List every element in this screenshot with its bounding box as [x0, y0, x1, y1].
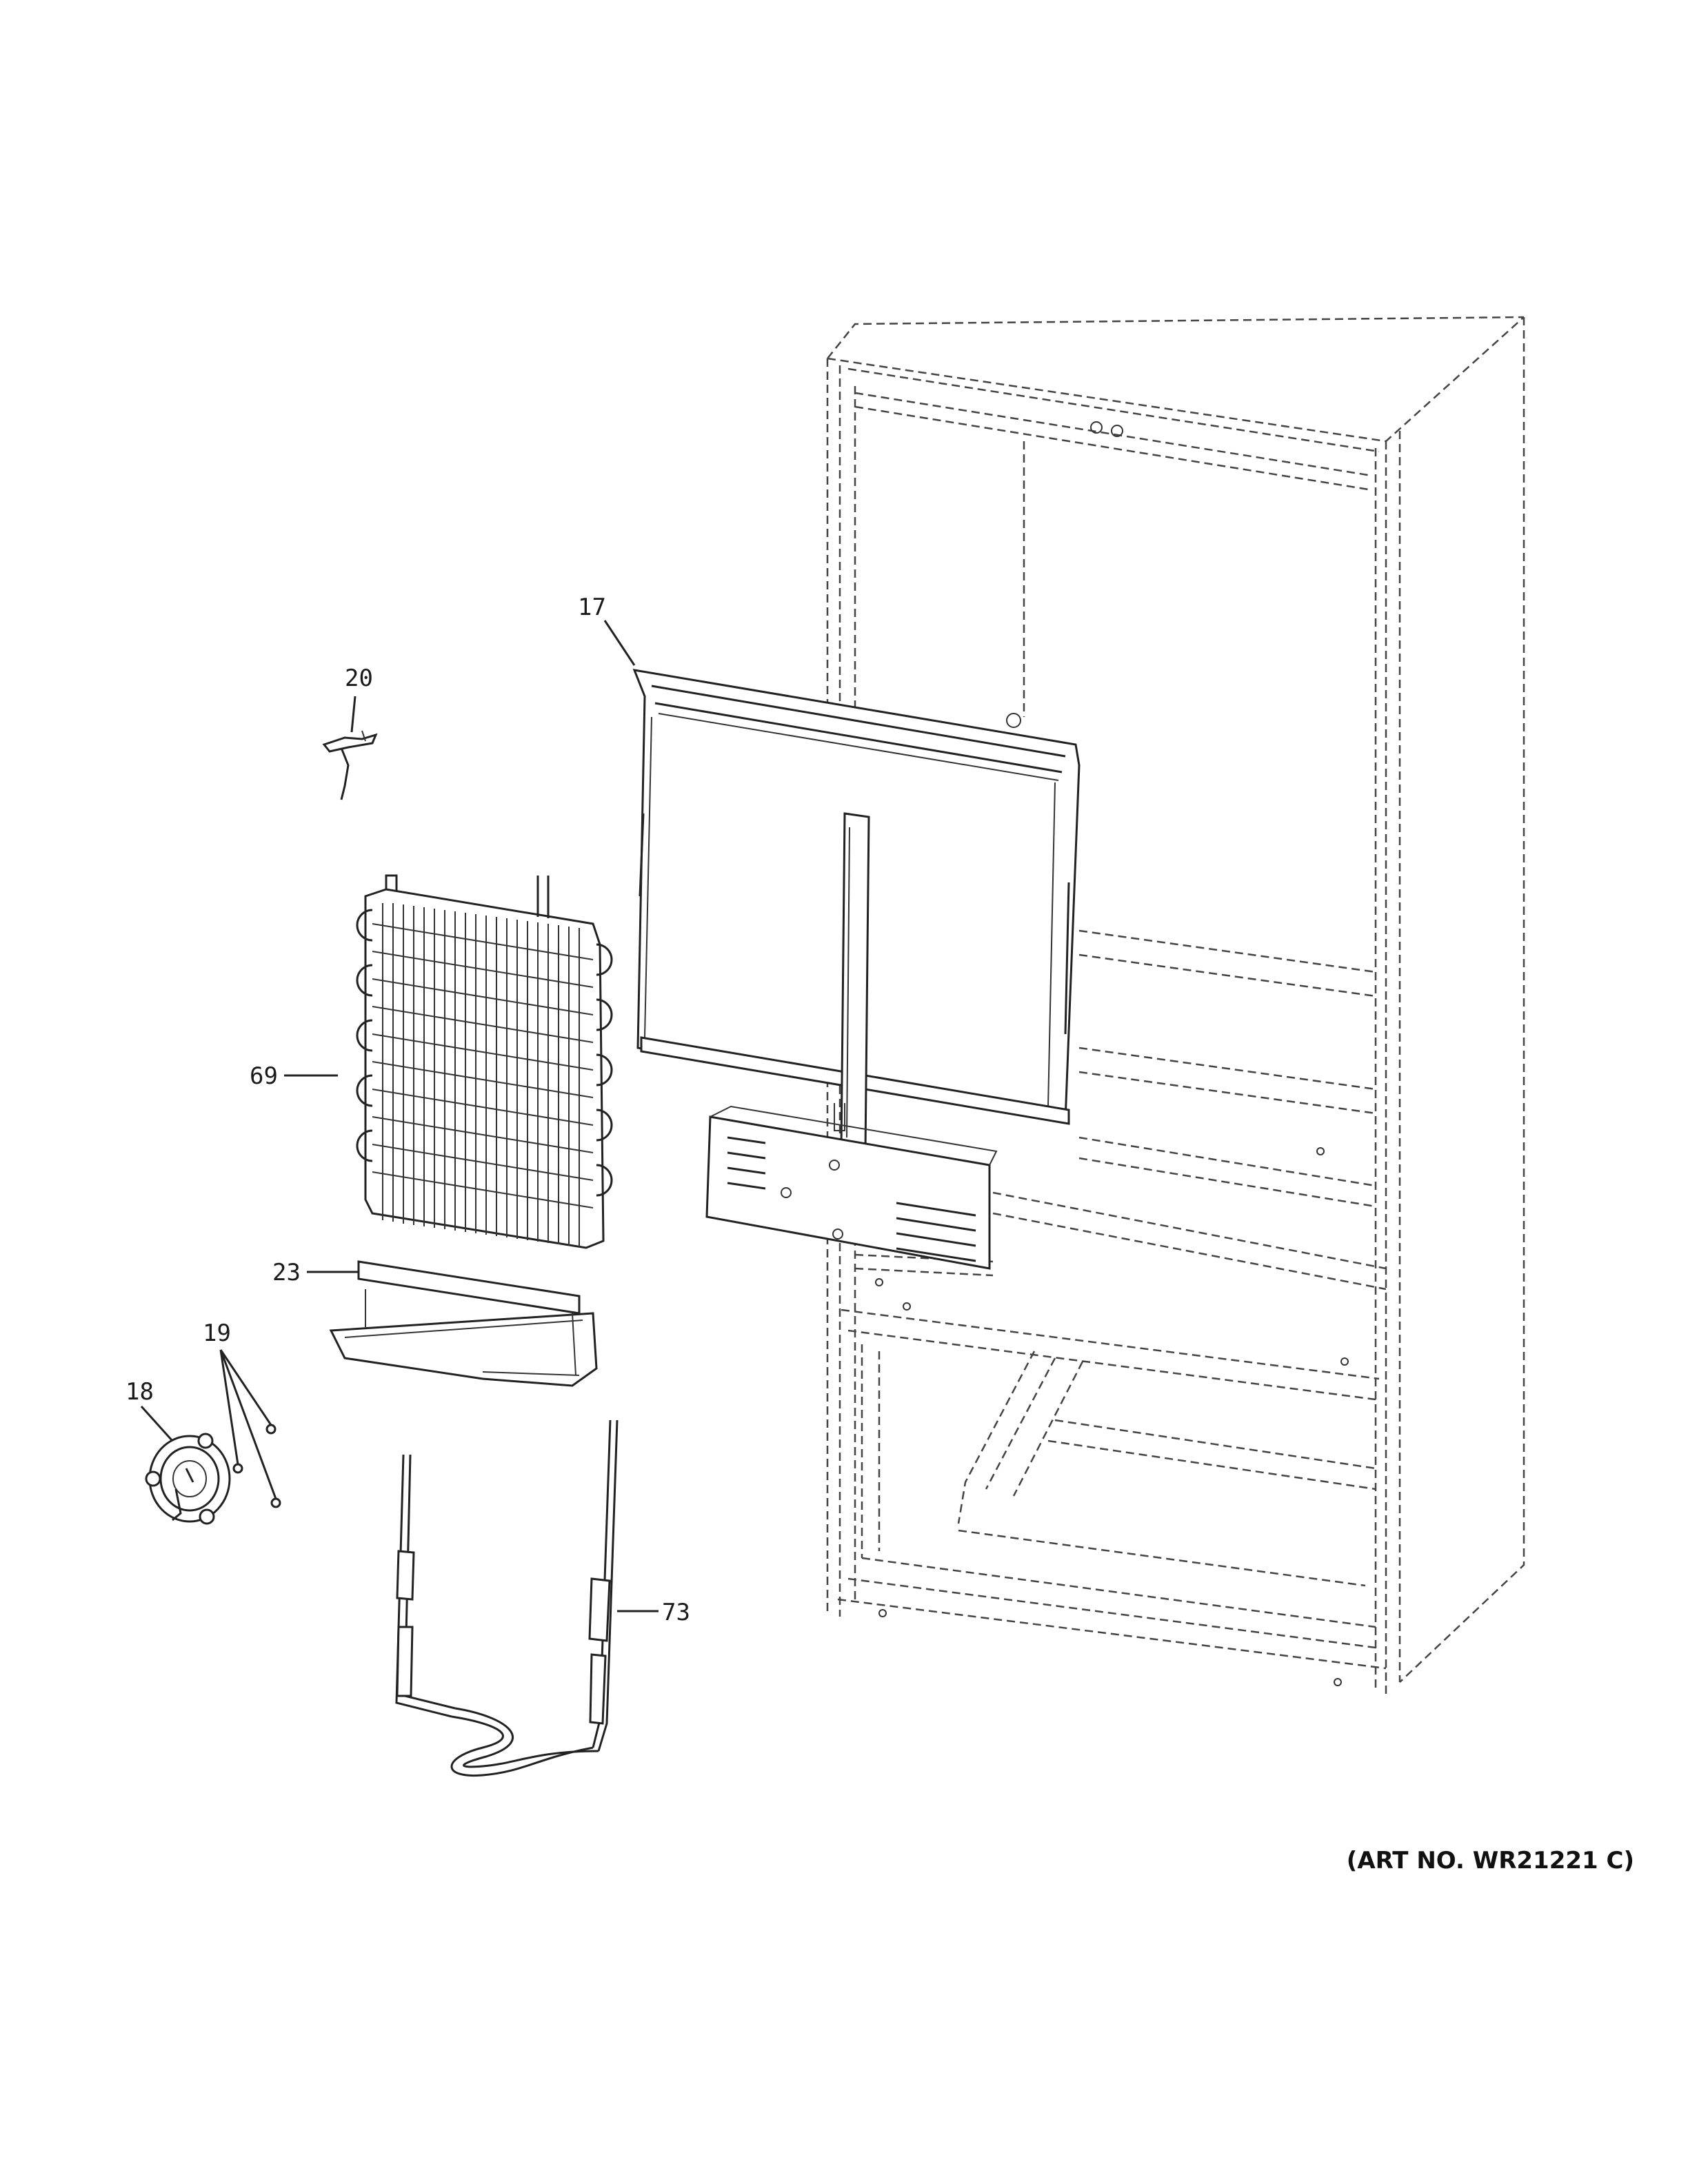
part-19-screws: [232, 1424, 281, 1508]
callout-18: 18: [125, 1378, 154, 1406]
leader-17: [603, 620, 636, 666]
callout-labels: 17 20 69 23 19 18 73: [125, 594, 690, 1626]
leader-lines: [140, 620, 659, 1612]
callout-20: 20: [345, 665, 373, 692]
part-17-evaporator-cover: [632, 669, 1081, 1270]
part-73-defrost-heater: [395, 1419, 619, 1777]
refrigerator-cabinet-outline: [826, 316, 1525, 1696]
callout-23: 23: [272, 1259, 301, 1286]
leader-18: [140, 1405, 174, 1442]
vent-slots-left: [727, 1136, 766, 1190]
callout-19: 19: [203, 1320, 231, 1347]
art-number: (ART NO. WR21221 C): [1347, 1847, 1634, 1874]
leader-19: [219, 1349, 277, 1499]
part-20-sensor-clip: [322, 730, 378, 800]
part-18-fan-motor: [145, 1433, 231, 1525]
part-23-drain-pan: [329, 1260, 598, 1387]
callout-17: 17: [578, 594, 606, 621]
leader-20: [350, 696, 356, 733]
callout-69: 69: [250, 1062, 278, 1090]
callout-73: 73: [662, 1599, 690, 1626]
part-69-evaporator: [356, 874, 613, 1249]
vent-slots-right: [896, 1202, 976, 1262]
